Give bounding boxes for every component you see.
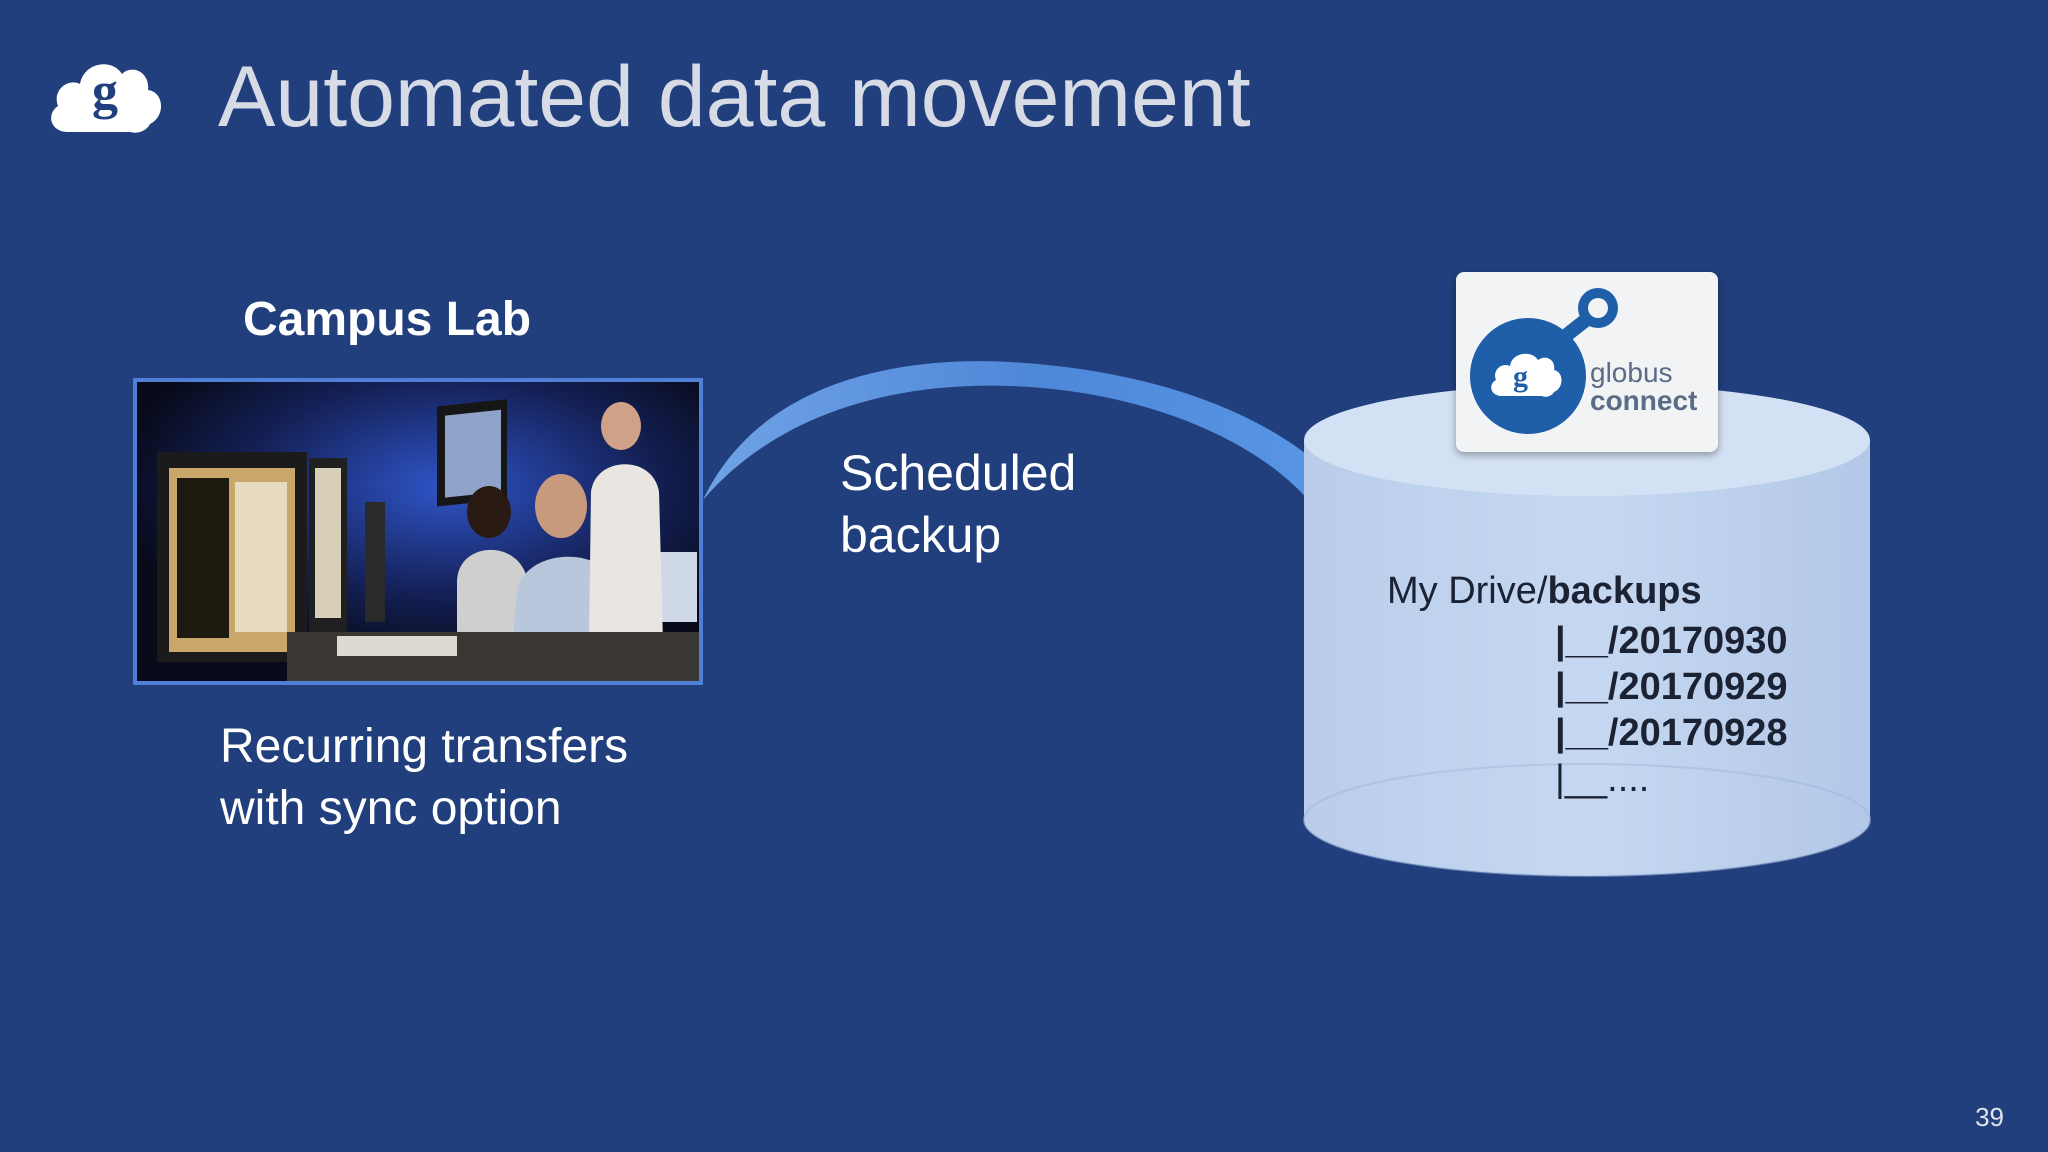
globus-connect-icon: g globus connect [1470, 288, 1697, 434]
globus-connect-badge: g globus connect [1456, 272, 1718, 452]
caption-line-1: Recurring transfers [220, 720, 629, 773]
drive-path-prefix: My Drive/ [1387, 570, 1548, 612]
backup-entry: |__/20170929 [1555, 666, 1788, 708]
badge-word-globus: globus [1590, 357, 1673, 388]
campus-lab-heading: Campus Lab [243, 293, 532, 346]
drive-path-folder: backups [1547, 570, 1702, 612]
slide-title: Automated data movement [218, 49, 1251, 145]
caption-line-2: with sync option [220, 782, 562, 835]
svg-text:g: g [92, 63, 118, 120]
scheduled-line-2: backup [840, 507, 1002, 563]
recurring-transfers-caption: Recurring transfers with sync option [220, 716, 628, 840]
campus-lab-photo [133, 378, 703, 685]
globus-logo-icon: g [51, 63, 162, 133]
drive-path: My Drive/backups [1387, 570, 1702, 613]
backup-entry: |__/20170928 [1555, 712, 1788, 754]
scheduled-backup-label: Scheduled backup [840, 442, 1076, 566]
svg-text:g: g [1513, 360, 1528, 393]
backup-entry-more: |__.... [1555, 758, 1650, 800]
badge-word-connect: connect [1590, 385, 1697, 416]
backup-entry: |__/20170930 [1555, 620, 1788, 662]
scheduled-line-1: Scheduled [840, 445, 1077, 501]
page-number: 39 [1975, 1102, 2004, 1132]
